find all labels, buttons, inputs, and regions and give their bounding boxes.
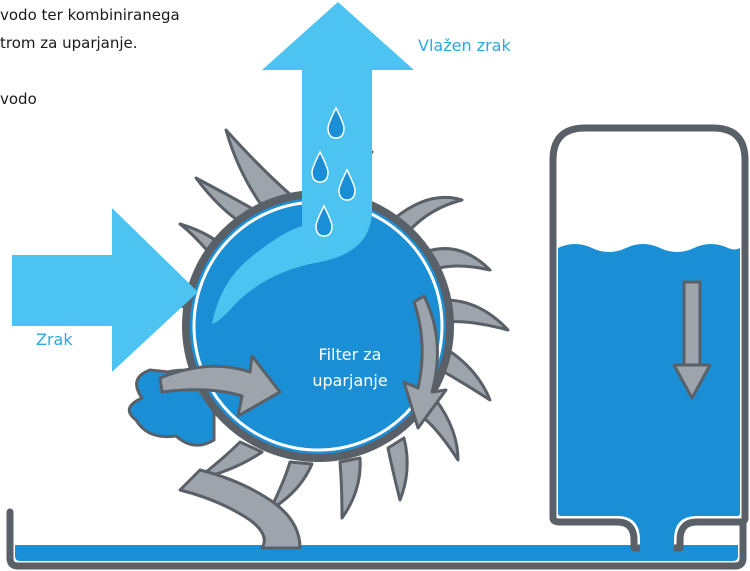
intro-text-line-2: trom za uparjanje. (0, 34, 138, 52)
water-droplets (311, 106, 356, 237)
wick-fins (146, 128, 510, 520)
tank-water (558, 244, 740, 556)
filter-label: Filter za uparjanje (290, 342, 410, 394)
intro-text-line-3: vodo (0, 90, 37, 108)
air-label: Zrak (36, 330, 73, 349)
humid-air-arrow (212, 2, 414, 324)
intro-text-line-1: vodo ter kombiniranega (0, 6, 180, 24)
water-stream-to-drum (178, 468, 302, 550)
filter-label-line-2: uparjanje (312, 371, 388, 390)
drum-flow-arrow-left (158, 354, 282, 418)
incoming-air-arrow (12, 208, 198, 372)
filter-label-line-1: Filter za (318, 345, 382, 364)
tank-flow-down-arrow (672, 280, 712, 400)
tray-water (15, 545, 738, 561)
water-tray-outline (6, 508, 747, 570)
drum-flow-arrow-right (402, 294, 448, 430)
humid-air-label: Vlažen zrak (418, 36, 511, 55)
